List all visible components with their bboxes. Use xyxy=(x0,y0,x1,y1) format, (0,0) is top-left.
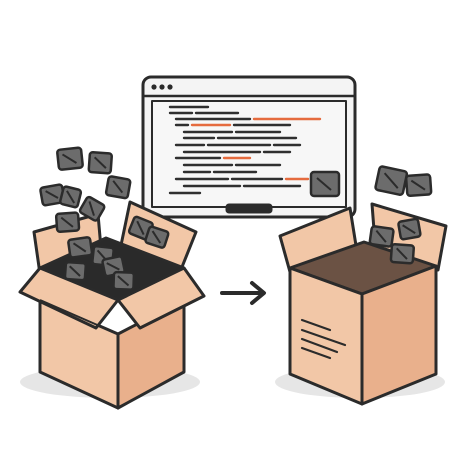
fragment xyxy=(144,225,170,249)
fragment xyxy=(309,170,341,198)
fragment xyxy=(54,211,81,234)
fragment xyxy=(56,146,84,171)
monitor-stand xyxy=(225,203,273,214)
fragment xyxy=(368,225,395,248)
arrow-right-icon xyxy=(220,281,266,305)
fragment xyxy=(63,260,87,282)
window-dot xyxy=(151,84,157,90)
window-dot xyxy=(167,84,173,90)
fragment xyxy=(389,242,415,265)
fragment xyxy=(104,175,132,200)
box-label xyxy=(300,318,347,360)
fragment xyxy=(78,195,106,222)
scattered-fragments-icon xyxy=(39,146,170,291)
scattered-fragments-icon xyxy=(368,165,433,265)
box-side-face xyxy=(360,264,438,406)
open-box-overflowing-icon xyxy=(18,200,206,410)
monitor-with-code-icon xyxy=(141,75,357,219)
code-lines xyxy=(168,105,322,195)
fragment xyxy=(112,270,136,291)
fragment xyxy=(404,173,433,197)
box-front-flap xyxy=(116,266,206,330)
fragment xyxy=(397,217,422,241)
fragment xyxy=(67,236,94,259)
fragment xyxy=(59,185,83,209)
fragment xyxy=(87,150,113,175)
fragment xyxy=(374,165,409,196)
window-dot xyxy=(159,84,165,90)
